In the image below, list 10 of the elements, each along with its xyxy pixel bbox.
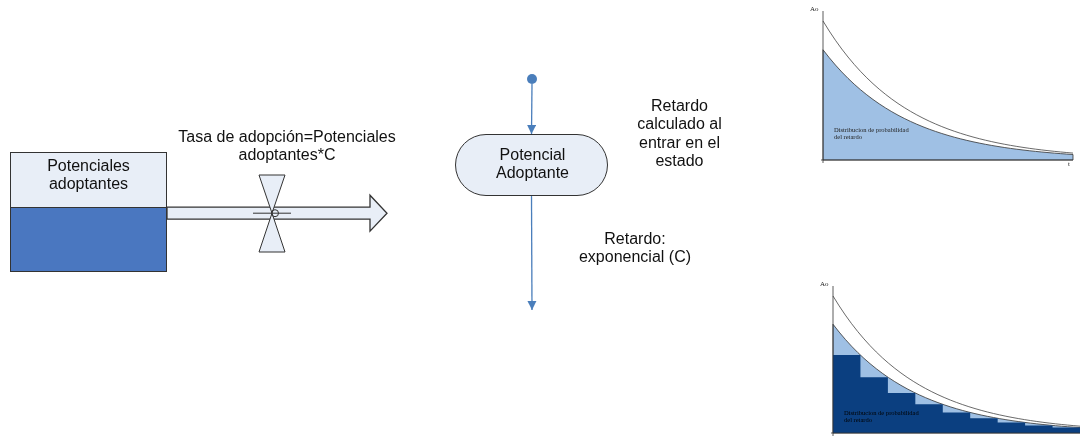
arrow bbox=[527, 195, 537, 311]
stock-label: Potenciales adoptantes bbox=[46, 157, 131, 194]
edge-label: Retardo: exponencial (C) bbox=[577, 230, 693, 267]
flow-arrow bbox=[166, 193, 388, 233]
edge-label: Tasa de adopción=Potenciales adoptantes*C bbox=[177, 128, 397, 165]
arrow bbox=[527, 83, 537, 135]
stock-box bbox=[10, 152, 167, 272]
state-label: Potencial Adoptante bbox=[495, 146, 570, 183]
start-dot bbox=[527, 74, 537, 84]
state-note: Retardo calculado al entrar en el estado bbox=[636, 97, 723, 171]
